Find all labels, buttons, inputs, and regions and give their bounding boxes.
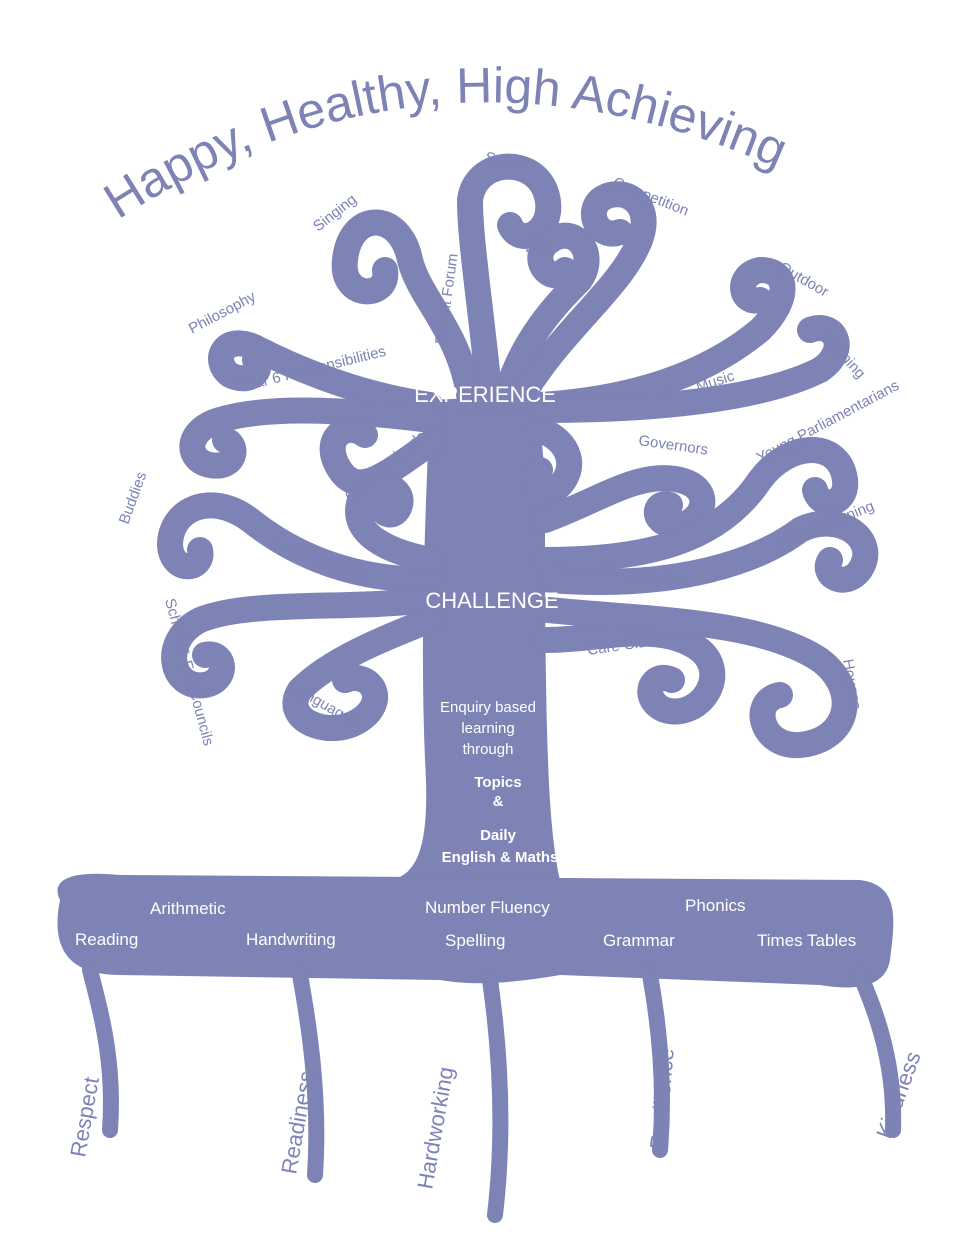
- sports-label: Sports: [484, 149, 529, 172]
- roots: [82, 962, 902, 1223]
- arithmetic-label: Arithmetic: [150, 899, 226, 918]
- reading-label: Reading: [75, 930, 138, 949]
- experience-label: EXPERIENCE: [414, 382, 556, 407]
- spelling-label: Spelling: [445, 931, 506, 950]
- ground-band: [57, 873, 894, 988]
- hardworking-label: Hardworking: [412, 1065, 458, 1191]
- buddies-label: Buddies: [116, 470, 151, 527]
- enquiry-line-1: Enquiry based: [440, 699, 536, 716]
- trunk: [390, 395, 560, 880]
- handwriting-label: Handwriting: [246, 930, 336, 949]
- upper-branches: [156, 153, 879, 758]
- enquiry-line-2: learning: [461, 720, 514, 737]
- phonics-label: Phonics: [685, 896, 745, 915]
- kindness-label: Kindness: [871, 1048, 925, 1142]
- trunk-labels: EXPERIENCE CHALLENGE Enquiry based learn…: [414, 382, 559, 866]
- pta-label: PTA: [525, 239, 554, 258]
- number-fluency-label: Number Fluency: [425, 898, 550, 917]
- enquiry-line-3: through: [463, 741, 514, 758]
- grammar-label: Grammar: [603, 931, 675, 950]
- resilience-label: Resilience: [645, 1047, 679, 1150]
- times-tables-label: Times Tables: [757, 931, 856, 950]
- tree-shape: [57, 153, 902, 1223]
- english-maths-label: English & Maths: [442, 849, 559, 866]
- base-labels: Arithmetic Number Fluency Phonics Readin…: [75, 896, 856, 950]
- philosophy-label: Philosophy: [186, 288, 259, 338]
- governors-label: Governors: [637, 432, 709, 459]
- ampersand-label: &: [493, 793, 504, 810]
- challenge-label: CHALLENGE: [425, 588, 558, 613]
- daily-label: Daily: [480, 827, 517, 844]
- respect-label: Respect: [65, 1075, 104, 1159]
- topics-label: Topics: [474, 774, 521, 791]
